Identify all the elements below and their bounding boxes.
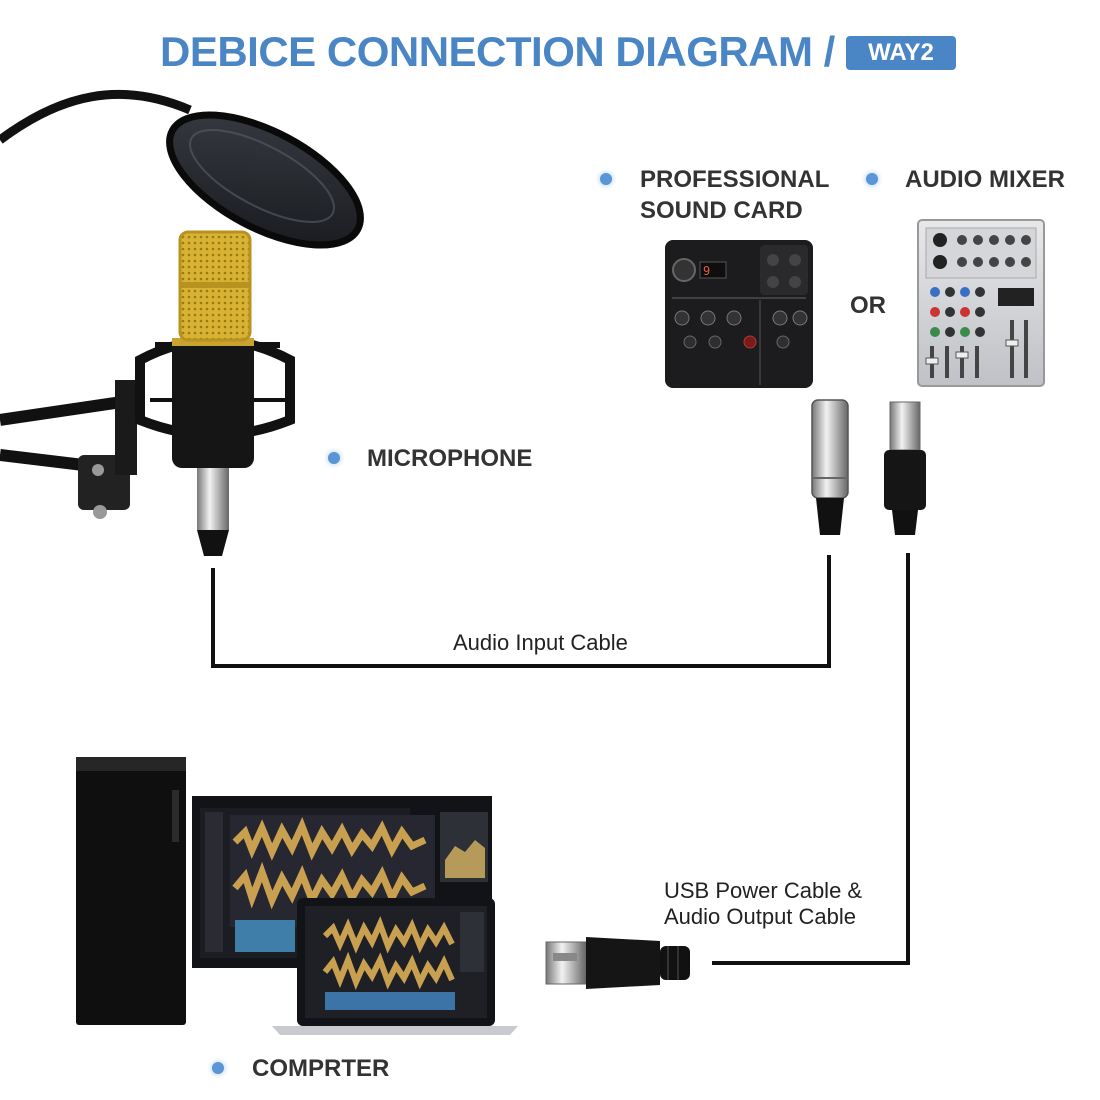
sound-card-label-line1: PROFESSIONAL: [640, 166, 830, 193]
microphone-illustration: [0, 89, 364, 556]
computer-bullet: [212, 1062, 224, 1074]
usb-cable-line: [712, 553, 910, 965]
sound-card-bullet: [600, 173, 612, 185]
microphone-label: MICROPHONE: [367, 445, 533, 472]
usb-cable-label-line1: USB Power Cable &: [664, 878, 863, 903]
computer-label: COMPRTER: [252, 1055, 390, 1082]
audio-mixer-bullet: [866, 173, 878, 185]
svg-text:9: 9: [703, 264, 710, 278]
pc-tower-illustration: [76, 757, 186, 1025]
or-label: OR: [850, 292, 886, 319]
audio-mixer-label: AUDIO MIXER: [905, 166, 1066, 193]
microphone-bullet: [328, 452, 340, 464]
audio-mixer-illustration: [917, 219, 1045, 387]
way-badge: WAY2: [846, 36, 956, 70]
usb-cable-label-line2: Audio Output Cable: [664, 904, 857, 929]
laptop-illustration: [272, 898, 518, 1035]
audio-input-cable-label: Audio Input Cable: [453, 630, 628, 655]
sound-card-label-line2: SOUND CARD: [640, 197, 803, 224]
diagram-title: DEBICE CONNECTION DIAGRAM /: [160, 28, 835, 75]
usb-a-connector-illustration: [545, 937, 690, 989]
usb-b-connector-illustration: [884, 401, 926, 535]
audio-input-cable-line: [211, 555, 831, 668]
sound-card-illustration: 9: [665, 240, 813, 388]
xlr-connector-illustration: [811, 399, 849, 535]
